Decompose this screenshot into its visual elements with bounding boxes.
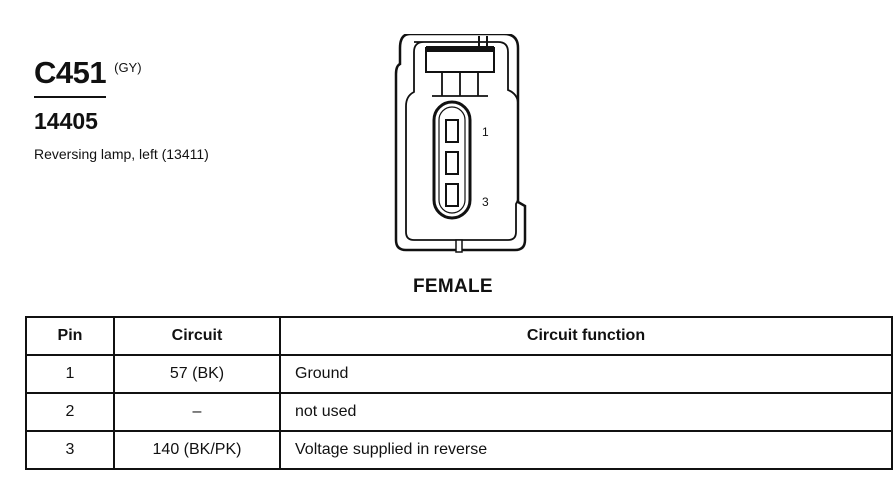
connector-title-line: C451 (GY) [34, 56, 209, 90]
terminal-cavity-inner [438, 106, 466, 214]
pin-label-1: 1 [482, 125, 489, 139]
cell-function: not used [279, 392, 893, 432]
connector-color-code: (GY) [114, 60, 142, 75]
table-row: 2 – not used [25, 392, 893, 432]
connector-header: C451 (GY) 14405 Reversing lamp, left (13… [34, 56, 209, 162]
cell-function: Ground [279, 354, 893, 394]
cell-pin: 2 [25, 392, 115, 432]
header-circuit: Circuit [113, 316, 281, 356]
cell-pin: 1 [25, 354, 115, 394]
cell-circuit: – [113, 392, 281, 432]
latch-top-bar [426, 46, 494, 52]
pin-slot-1 [445, 119, 459, 143]
part-number: 14405 [34, 108, 98, 134]
pin-slot-2 [445, 151, 459, 175]
title-underline [34, 96, 106, 98]
cell-circuit: 140 (BK/PK) [113, 430, 281, 470]
connector-description: Reversing lamp, left (13411) [34, 146, 209, 162]
cell-circuit: 57 (BK) [113, 354, 281, 394]
header-pin: Pin [25, 316, 115, 356]
pin-slot-3 [445, 183, 459, 207]
table-row: 1 57 (BK) Ground [25, 354, 893, 394]
header-circuit-function: Circuit function [279, 316, 893, 356]
cell-pin: 3 [25, 430, 115, 470]
cell-function: Voltage supplied in reverse [279, 430, 893, 470]
connector-face-diagram: 1 3 [394, 34, 527, 253]
pinout-table: Pin Circuit Circuit function 1 57 (BK) G… [25, 316, 893, 470]
connector-bottom-tab [455, 239, 463, 253]
table-header-row: Pin Circuit Circuit function [25, 316, 893, 356]
pin-label-3: 3 [482, 195, 489, 209]
connector-inner-outline [405, 41, 519, 241]
table-row: 3 140 (BK/PK) Voltage supplied in revers… [25, 430, 893, 470]
gender-label: FEMALE [413, 276, 493, 297]
connector-id: C451 [34, 55, 107, 90]
